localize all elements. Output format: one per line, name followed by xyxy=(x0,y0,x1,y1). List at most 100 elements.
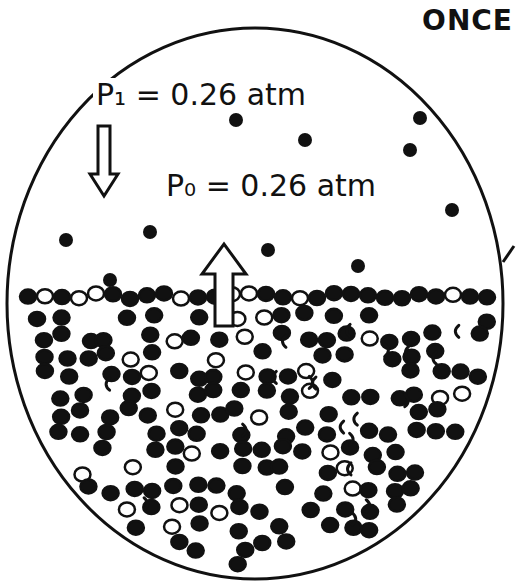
liquid-molecule xyxy=(453,365,469,379)
liquid-molecule xyxy=(411,287,427,301)
liquid-molecule xyxy=(345,482,361,496)
liquid-fragment xyxy=(106,378,110,390)
liquid-molecule xyxy=(140,408,156,422)
gas-molecule xyxy=(445,203,459,217)
liquid-molecule xyxy=(99,425,115,439)
liquid-molecule xyxy=(37,350,53,364)
liquid-molecule xyxy=(192,516,208,530)
liquid-molecule xyxy=(241,286,257,300)
liquid-molecule xyxy=(144,484,160,498)
liquid-molecule xyxy=(72,403,88,417)
liquid-molecule xyxy=(188,544,204,558)
liquid-molecule xyxy=(61,370,77,384)
liquid-molecule xyxy=(454,387,470,401)
liquid-molecule xyxy=(229,486,245,500)
liquid-molecule xyxy=(119,502,135,516)
liquid-molecule xyxy=(275,290,291,304)
liquid-molecule xyxy=(237,543,253,557)
liquid-molecule xyxy=(171,364,187,378)
liquid-molecule xyxy=(80,479,96,493)
liquid-molecule xyxy=(337,461,353,475)
liquid-fragment xyxy=(352,513,356,525)
liquid-molecule xyxy=(52,392,68,406)
liquid-molecule xyxy=(212,444,228,458)
liquid-fragment xyxy=(243,424,247,436)
gas-molecule xyxy=(229,113,243,127)
liquid-molecule xyxy=(128,521,144,535)
liquid-molecule xyxy=(234,459,250,473)
gas-molecule xyxy=(59,233,73,247)
liquid-molecule xyxy=(389,467,405,481)
liquid-molecule xyxy=(144,384,160,398)
liquid-molecule xyxy=(445,288,461,302)
liquid-molecule xyxy=(193,408,209,422)
liquid-molecule xyxy=(361,523,377,537)
liquid-molecule xyxy=(171,498,187,512)
liquid-molecule xyxy=(342,440,358,454)
liquid-molecule xyxy=(36,333,52,347)
pressure-label: P₀ = 0.26 atm xyxy=(163,169,379,202)
liquid-molecule xyxy=(231,500,247,514)
liquid-molecule xyxy=(277,480,293,494)
liquid-molecule xyxy=(147,443,163,457)
liquid-molecule xyxy=(271,460,287,474)
liquid-molecule xyxy=(362,332,378,346)
liquid-molecule xyxy=(278,534,294,548)
liquid-molecule xyxy=(205,383,221,397)
liquid-molecule xyxy=(470,370,486,384)
liquid-molecule xyxy=(380,428,396,442)
liquid-molecule xyxy=(362,390,378,404)
liquid-molecule xyxy=(119,311,135,325)
liquid-molecule xyxy=(258,287,274,301)
liquid-molecule xyxy=(361,424,377,438)
liquid-molecule xyxy=(297,421,313,435)
liquid-molecule xyxy=(377,291,393,305)
liquid-molecule xyxy=(409,423,425,437)
liquid-molecule xyxy=(428,289,444,303)
liquid-molecule xyxy=(146,308,162,322)
liquid-molecule xyxy=(360,288,376,302)
liquid-molecule xyxy=(387,484,403,498)
liquid-molecule xyxy=(139,288,155,302)
liquid-fragment xyxy=(405,395,409,407)
circle-outline xyxy=(7,28,503,579)
liquid-molecule xyxy=(403,332,419,346)
liquid-molecule xyxy=(251,410,267,424)
liquid-molecule xyxy=(271,519,287,533)
liquid-molecule xyxy=(259,384,275,398)
liquid-molecule xyxy=(141,366,157,380)
liquid-molecule xyxy=(235,442,251,456)
liquid-molecule xyxy=(171,535,187,549)
liquid-molecule xyxy=(447,425,463,439)
pressure-arrow xyxy=(90,126,118,196)
liquid-molecule xyxy=(360,483,376,497)
liquid-molecule xyxy=(394,291,410,305)
liquid-molecule xyxy=(37,289,53,303)
liquid-molecule xyxy=(296,306,312,320)
liquid-molecule xyxy=(171,421,187,435)
note-label: ONCE xyxy=(422,4,513,37)
liquid-molecule xyxy=(94,441,110,455)
liquid-molecule xyxy=(337,347,353,361)
gas-molecule xyxy=(143,225,157,239)
gas-molecule xyxy=(403,143,417,157)
liquid-molecule xyxy=(76,388,92,402)
liquid-fragment xyxy=(273,371,277,383)
liquid-fragment xyxy=(433,352,437,364)
liquid-fragment xyxy=(309,376,313,388)
liquid-molecule xyxy=(53,327,69,341)
liquid-molecule xyxy=(103,486,119,500)
liquid-molecule xyxy=(472,327,488,341)
liquid-molecule xyxy=(381,335,397,349)
liquid-molecule xyxy=(20,290,36,304)
liquid-molecule xyxy=(260,369,276,383)
liquid-molecule xyxy=(81,351,97,365)
liquid-molecule xyxy=(319,427,335,441)
liquid-molecule xyxy=(315,348,331,362)
liquid-fragment xyxy=(340,421,344,433)
liquid-molecule xyxy=(29,312,45,326)
liquid-fragment xyxy=(347,324,351,336)
liquid-molecule xyxy=(424,326,440,340)
liquid-molecule xyxy=(251,505,267,519)
liquid-molecule xyxy=(103,367,119,381)
